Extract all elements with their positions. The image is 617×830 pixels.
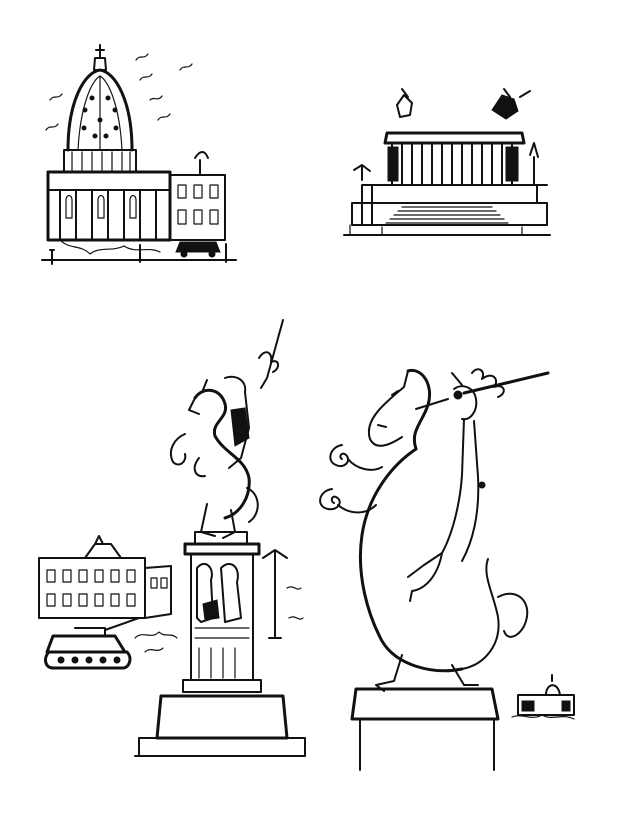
colonnade-monument-icon [343,88,551,236]
st-peters-basilica-sketch [40,40,240,270]
equestrian-column-scene-sketch [35,318,306,778]
domed-basilica-icon [41,44,237,265]
vittoriano-monument-sketch [342,85,552,250]
horse-and-rider-statue-icon [319,368,575,771]
rearing-horse-on-pedestal-icon [38,319,306,757]
equestrian-statue-closeup-sketch [312,365,602,771]
